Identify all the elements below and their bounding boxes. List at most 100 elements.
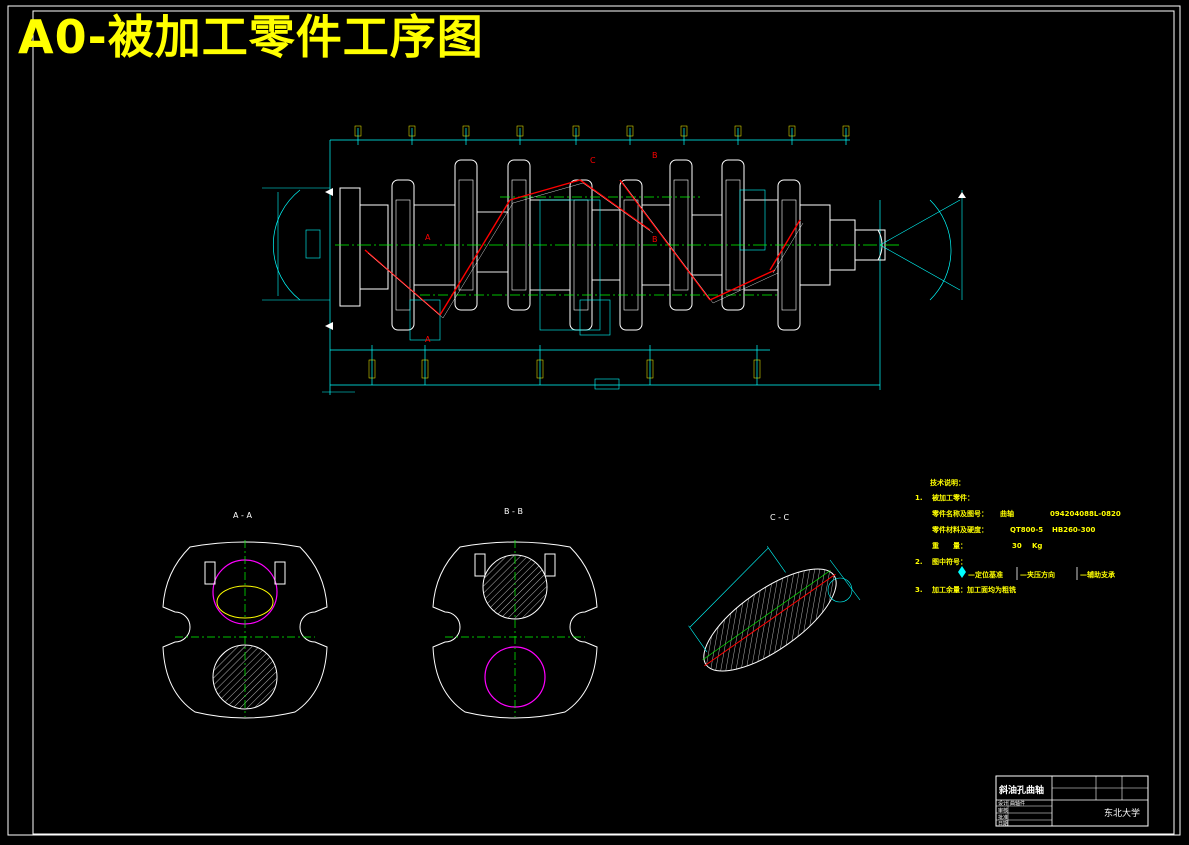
outer-frame bbox=[7, 5, 1181, 836]
oil-hole-edge-3 bbox=[582, 182, 654, 234]
c-c-annotations bbox=[827, 559, 861, 603]
note-part-name-value: 曲轴 bbox=[1000, 509, 1014, 518]
symbol-clamping-direction: —夹压方向 bbox=[1020, 570, 1055, 579]
crank-web-inner-4 bbox=[623, 199, 639, 311]
oil-hole-1 bbox=[439, 199, 511, 316]
top-tick-label-1 bbox=[408, 125, 416, 137]
crank-web-0 bbox=[391, 179, 415, 331]
dim-box-0 bbox=[539, 199, 601, 331]
oil-hole-0 bbox=[364, 249, 441, 316]
note-2-text: 图中符号： bbox=[932, 557, 967, 566]
b-b-web-outline bbox=[432, 541, 598, 719]
a-a-slot-left bbox=[204, 561, 216, 585]
section-mark-a-bottom: A bbox=[425, 335, 431, 344]
note-weight-unit: Kg bbox=[1032, 542, 1042, 550]
crank-web-6 bbox=[721, 159, 745, 311]
oil-hole-edge-4 bbox=[622, 182, 714, 304]
section-titles: A - A B - B C - C bbox=[233, 507, 790, 522]
datum-symbol-left-top bbox=[325, 188, 333, 196]
oil-hole-edge-1 bbox=[442, 202, 514, 319]
title-block-row-design: 设计 bbox=[998, 800, 1008, 807]
flange-hub bbox=[359, 204, 389, 290]
top-tick-label-3 bbox=[516, 125, 524, 137]
bottom-tick-label-3 bbox=[646, 359, 654, 379]
oil-hole-3 bbox=[579, 179, 651, 231]
right-leader-lower bbox=[879, 244, 961, 291]
top-tick-label-7 bbox=[734, 125, 742, 137]
bottom-tick-label-1 bbox=[421, 359, 429, 379]
bottom-tick-label-4 bbox=[753, 359, 761, 379]
crank-web-inner-6 bbox=[725, 179, 741, 291]
note-part-name-label: 零件名称及图号： bbox=[931, 509, 988, 518]
section-a-a bbox=[162, 540, 328, 719]
note-part-code: 094204088L-0820 bbox=[1050, 510, 1121, 518]
top-tick-label-5 bbox=[626, 125, 634, 137]
title-block-row-review: 审核 bbox=[998, 807, 1008, 814]
oil-hole-edge-2 bbox=[512, 182, 584, 204]
crank-web-inner-0 bbox=[395, 199, 411, 311]
a-a-web-outline bbox=[162, 541, 328, 719]
oil-hole-6 bbox=[769, 219, 801, 271]
length-dimension-box bbox=[594, 378, 620, 390]
b-b-upper-pin bbox=[482, 554, 548, 620]
section-c-c bbox=[688, 546, 837, 672]
c-c-leader-right bbox=[829, 559, 861, 601]
title-block-row-date: 日期 bbox=[998, 821, 1008, 827]
crank-web-3 bbox=[569, 179, 593, 331]
title-block-part: 曲轴件 bbox=[1010, 800, 1025, 807]
section-b-b-title: B - B bbox=[504, 507, 523, 516]
a-a-slot-right bbox=[274, 561, 286, 585]
c-c-oil-hole bbox=[704, 573, 836, 667]
top-tick-label-6 bbox=[680, 125, 688, 137]
note-weight-label: 重 量： bbox=[932, 541, 967, 550]
flange-body bbox=[339, 187, 361, 307]
bottom-tick-label-2 bbox=[536, 359, 544, 379]
title-block-part-name: 斜油孔曲轴 bbox=[998, 784, 1044, 796]
note-material-value: QT800-5 bbox=[1010, 526, 1043, 534]
note-3-text: 加工余量：加工面均为粗铣 bbox=[931, 585, 1016, 594]
top-dimension-ticks bbox=[354, 125, 850, 385]
section-mark-a-top: A bbox=[425, 233, 431, 242]
technical-notes: 技术说明： 1. 被加工零件： 零件名称及图号： 曲轴 094204088L-0… bbox=[915, 478, 1121, 594]
b-b-slot-right bbox=[544, 553, 556, 577]
inner-frame bbox=[32, 10, 1175, 835]
top-tick-label-0 bbox=[354, 125, 362, 137]
title-block-university: 东北大学 bbox=[1104, 807, 1140, 819]
top-tick-label-2 bbox=[462, 125, 470, 137]
crank-web-4 bbox=[619, 179, 643, 331]
c-c-centerline bbox=[702, 570, 831, 661]
drawing-title: A0-被加工零件工序图 bbox=[18, 10, 484, 64]
crank-web-5 bbox=[669, 159, 693, 311]
crank-webs bbox=[391, 159, 801, 341]
datum-symbol-left-bottom bbox=[325, 322, 333, 330]
crank-web-inner-3 bbox=[573, 199, 589, 311]
note-1-text: 被加工零件： bbox=[932, 493, 974, 502]
oil-holes bbox=[364, 179, 804, 319]
left-dim-box bbox=[305, 229, 321, 259]
dim-box-3 bbox=[739, 189, 766, 251]
section-c-c-title: C - C bbox=[770, 513, 790, 522]
datum-symbol-right bbox=[958, 192, 966, 198]
note-material-label: 零件材料及硬度： bbox=[931, 525, 988, 534]
symbol-locating-datum: —定位基准 bbox=[968, 570, 1003, 579]
journal-3 bbox=[591, 209, 621, 281]
right-end-arc bbox=[929, 199, 952, 301]
bottom-tick-label-0 bbox=[368, 359, 376, 379]
title-block: 斜油孔曲轴 曲轴件 设计 审核 批准 日期 东北大学 bbox=[995, 775, 1149, 827]
crank-web-2 bbox=[507, 159, 531, 311]
crank-web-1 bbox=[454, 159, 478, 311]
note-2-number: 2. bbox=[915, 558, 923, 566]
journal-1 bbox=[476, 211, 509, 273]
dim-box-2 bbox=[409, 299, 441, 341]
c-c-ext-left bbox=[688, 625, 708, 653]
top-tick-label-4 bbox=[572, 125, 580, 137]
crank-web-inner-7 bbox=[781, 199, 797, 311]
section-mark-b-top: B bbox=[652, 151, 658, 160]
title-block-row-approve: 批准 bbox=[998, 814, 1008, 821]
c-c-ext-right bbox=[766, 546, 786, 573]
oil-hole-4 bbox=[619, 179, 711, 301]
section-a-a-title: A - A bbox=[233, 511, 252, 520]
title-block-border bbox=[995, 775, 1149, 827]
